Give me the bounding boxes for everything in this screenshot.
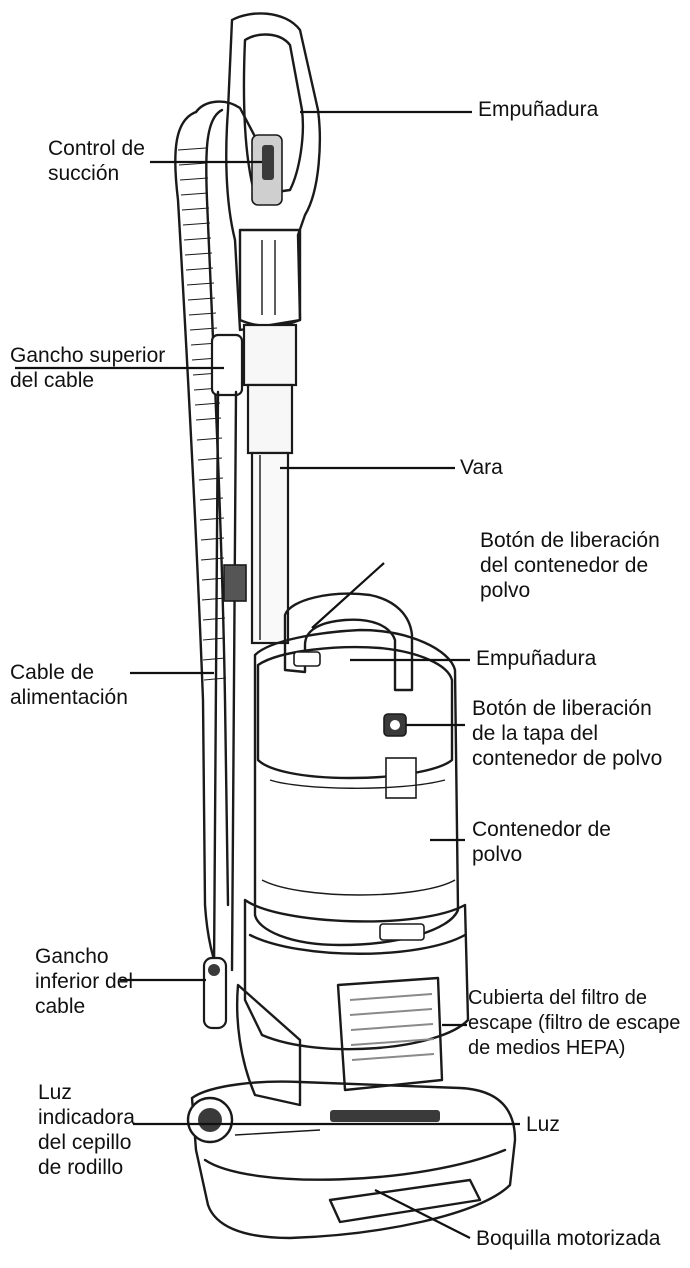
label-boton-contenedor: Botón de liberación del contenedor de po… — [480, 529, 660, 602]
label-luz-indicadora: Luz indicadora del cepillo de rodillo — [38, 1081, 135, 1179]
dust-container — [253, 592, 460, 947]
handle — [225, 12, 321, 332]
motorized-nozzle — [186, 1080, 517, 1240]
label-cubierta-filtro: Cubierta del filtro de escape (filtro de… — [468, 987, 681, 1059]
label-control-succion: Control de succión — [48, 137, 145, 185]
label-empunadura-top: Empuñadura — [478, 98, 599, 121]
label-cable-alimentacion: Cable de alimentación — [10, 661, 128, 709]
label-luz: Luz — [526, 1113, 560, 1136]
label-contenedor: Contenedor de polvo — [472, 818, 611, 866]
label-boquilla: Boquilla motorizada — [476, 1227, 661, 1250]
wand — [242, 323, 298, 645]
motor-base — [235, 898, 470, 1107]
label-boton-tapa: Botón de liberación de la tapa del conte… — [472, 697, 663, 770]
leader-lines — [15, 110, 520, 1239]
label-vara: Vara — [460, 456, 503, 479]
power-cable — [202, 333, 247, 1030]
hose — [174, 100, 264, 982]
label-empunadura-mid: Empuñadura — [476, 647, 597, 670]
label-gancho-superior: Gancho superior del cable — [10, 344, 166, 392]
label-gancho-inferior: Gancho inferior del cable — [35, 945, 134, 1018]
